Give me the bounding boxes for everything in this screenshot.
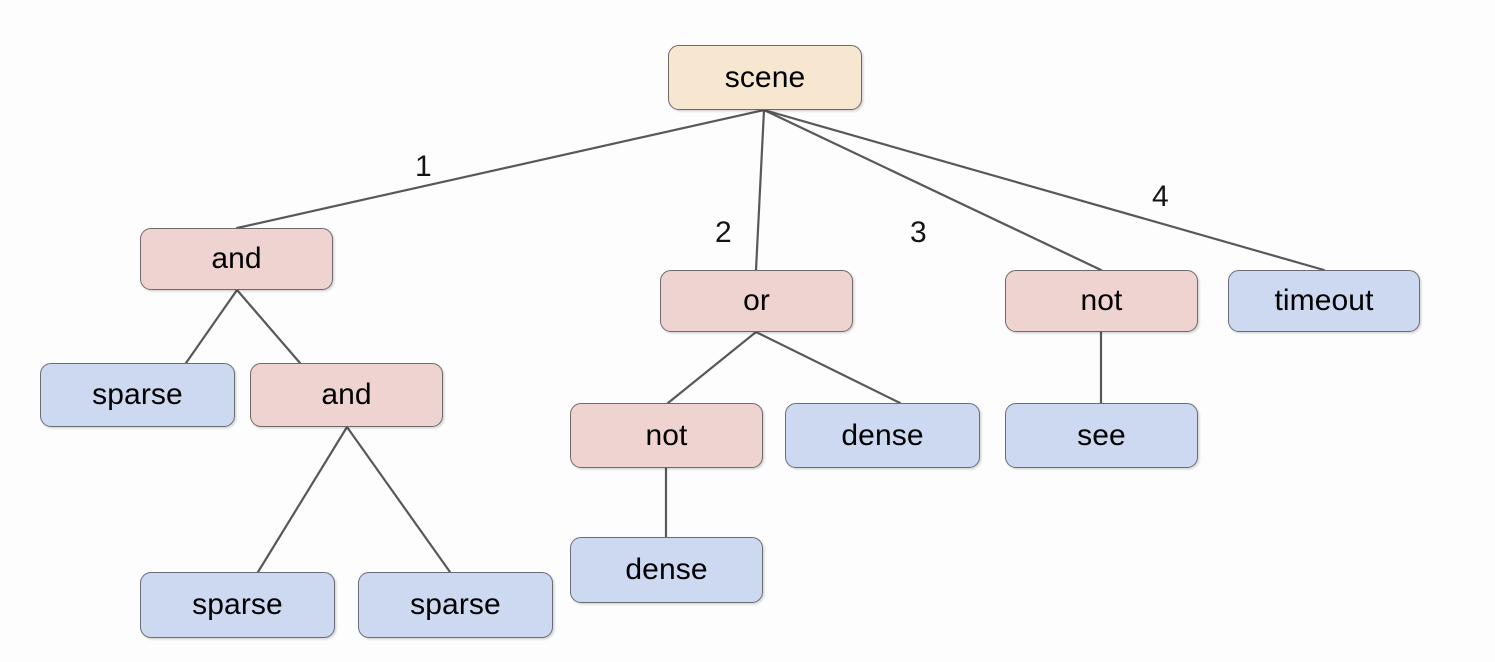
tree-node-sparse3[interactable]: sparse (358, 572, 553, 638)
tree-node-label: and (321, 378, 372, 411)
tree-node-sparse1[interactable]: sparse (40, 363, 235, 427)
tree-node-label: sparse (92, 378, 183, 411)
tree-edge (235, 288, 302, 365)
tree-node-scene[interactable]: scene (668, 45, 862, 110)
tree-node-label: and (211, 242, 262, 275)
tree-node-timeout1[interactable]: timeout (1228, 270, 1420, 332)
tree-node-dense2[interactable]: dense (570, 537, 763, 603)
tree-node-label: sparse (410, 588, 501, 621)
tree-edge (256, 425, 349, 574)
tree-node-not2[interactable]: not (570, 403, 763, 468)
tree-node-label: dense (625, 553, 708, 586)
tree-node-not1[interactable]: not (1005, 270, 1198, 332)
tree-node-sparse2[interactable]: sparse (140, 572, 335, 638)
tree-edge (666, 330, 758, 405)
tree-node-see1[interactable]: see (1005, 403, 1198, 468)
edge-label-1: 1 (415, 150, 432, 183)
tree-edge (754, 330, 902, 405)
tree-node-dense1[interactable]: dense (785, 403, 980, 468)
tree-node-label: scene (724, 60, 806, 94)
tree-node-label: not (1080, 284, 1123, 317)
tree-node-label: see (1077, 418, 1126, 452)
edge-label-2: 2 (715, 216, 732, 249)
tree-edge (184, 288, 239, 365)
tree-node-label: not (645, 418, 688, 452)
edge-label-3: 3 (910, 216, 927, 249)
edge-label-4: 4 (1152, 180, 1169, 213)
tree-node-label: dense (841, 418, 924, 452)
tree-node-and2[interactable]: and (250, 363, 443, 427)
tree-edge (762, 108, 1326, 272)
tree-edge (345, 425, 452, 574)
tree-node-label: or (743, 284, 770, 317)
tree-edge (762, 108, 1103, 272)
tree-node-label: timeout (1274, 284, 1374, 317)
tree-node-and1[interactable]: and (140, 228, 333, 290)
tree-edge (754, 108, 766, 272)
tree-node-or1[interactable]: or (660, 270, 853, 332)
tree-edge (235, 108, 766, 230)
tree-node-label: sparse (192, 588, 283, 621)
